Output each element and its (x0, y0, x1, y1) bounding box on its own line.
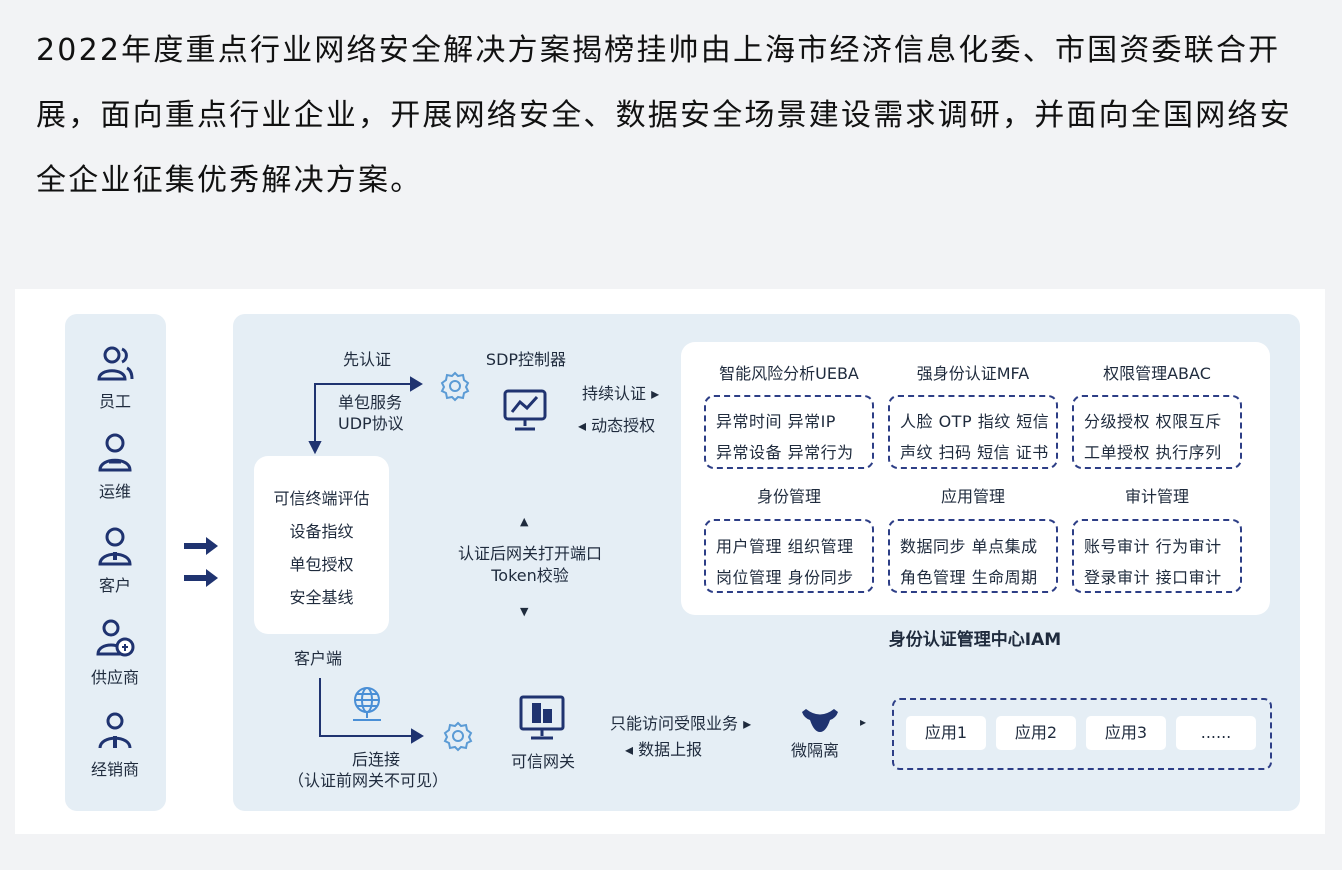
trusted-gateway-label: 可信网关 (510, 752, 575, 771)
module-line: 登录审计 接口审计 (1084, 568, 1222, 587)
up-arrow-icon: ▲ (520, 515, 529, 528)
udp-protocol-label: UDP协议 (338, 414, 404, 433)
role-label: 员工 (98, 392, 131, 411)
module-line: 异常设备 异常行为 (716, 443, 854, 462)
mask-icon (802, 709, 838, 732)
distributor-icon (98, 712, 132, 749)
apps-group (892, 698, 1272, 770)
continuous-auth-label: 持续认证 ▸ (582, 384, 660, 403)
role-supplier: 供应商 (65, 618, 165, 688)
gear-icon (440, 371, 470, 402)
module-line: 工单授权 执行序列 (1084, 443, 1222, 462)
client-label: 客户端 (294, 649, 343, 668)
module-box: 用户管理 组织管理 岗位管理 身份同步 (704, 519, 874, 593)
role-label: 经销商 (90, 760, 139, 779)
down-arrow-icon: ▼ (520, 605, 529, 618)
app-item: 应用2 (996, 716, 1076, 750)
app-item: 应用1 (906, 716, 986, 750)
sdp-monitor-icon (503, 389, 547, 431)
ops-engineer-icon (98, 433, 132, 472)
module-box: 数据同步 单点集成 角色管理 生命周期 (888, 519, 1058, 593)
role-label: 运维 (98, 482, 131, 501)
single-packet-label: 单包服务 (338, 393, 403, 412)
role-employee: 员工 (65, 344, 165, 412)
role-customer: 客户 (65, 526, 165, 596)
supplier-icon (96, 619, 135, 657)
client-item: 可信终端评估 (273, 489, 370, 508)
module-line: 用户管理 组织管理 (716, 537, 854, 556)
module-title: 权限管理ABAC (1103, 364, 1211, 383)
module-line: 异常时间 异常IP (716, 412, 836, 431)
gateway-open-label: 认证后网关打开端口 (457, 544, 602, 563)
module-line: 分级授权 权限互斥 (1084, 412, 1222, 431)
auth-flow-arrow-icon (308, 376, 423, 455)
module-line: 数据同步 单点集成 (900, 537, 1038, 556)
module-box: 人脸 OTP 指纹 短信 声纹 扫码 短信 证书 (888, 395, 1058, 469)
gear-icon (443, 721, 473, 752)
micro-isolation-label: 微隔离 (791, 741, 840, 760)
module-line: 人脸 OTP 指纹 短信 (900, 412, 1050, 431)
client-item: 单包授权 (289, 555, 354, 574)
module-line: 账号审计 行为审计 (1084, 537, 1222, 556)
sdp-controller-label: SDP控制器 (485, 350, 567, 369)
app-item: ...... (1176, 716, 1256, 750)
role-distributor: 经销商 (65, 712, 165, 780)
connect-arrow-icon (319, 678, 424, 744)
role-ops: 运维 (65, 432, 165, 502)
iam-title: 身份认证管理中心IAM (888, 630, 1062, 650)
module-line: 声纹 扫码 短信 证书 (900, 443, 1049, 462)
gateway-monitor-icon (519, 695, 565, 740)
module-title: 智能风险分析UEBA (719, 364, 859, 383)
gateway-hidden-label: （认证前网关不可见） (288, 771, 449, 790)
module-box: 账号审计 行为审计 登录审计 接口审计 (1072, 519, 1242, 593)
customer-icon (98, 527, 132, 566)
module-line: 岗位管理 身份同步 (716, 568, 854, 587)
after-connect-label: 后连接 (352, 750, 401, 769)
client-card (254, 456, 389, 634)
token-check-label: Token校验 (491, 566, 569, 585)
module-box: 异常时间 异常IP 异常设备 异常行为 (704, 395, 874, 469)
right-arrow-icon: ▸ (860, 715, 867, 729)
module-line: 角色管理 生命周期 (900, 568, 1038, 587)
intro-paragraph: 2022年度重点行业网络安全解决方案揭榜挂帅由上海市经济信息化委、市国资委联合开… (36, 33, 1292, 198)
limited-access-label: 只能访问受限业务 ▸ (610, 714, 752, 733)
auth-first-label: 先认证 (343, 350, 392, 369)
globe-icon (353, 687, 381, 721)
dynamic-grant-label: ◂ 动态授权 (578, 416, 656, 435)
module-title: 身份管理 (756, 487, 821, 506)
app-item: 应用3 (1086, 716, 1166, 750)
client-item: 安全基线 (289, 588, 354, 607)
data-report-label: ◂ 数据上报 (625, 740, 703, 759)
client-item: 设备指纹 (289, 522, 354, 541)
role-label: 客户 (98, 576, 131, 595)
iam-card (681, 342, 1270, 615)
employee-icon (97, 346, 134, 381)
double-arrow-icon (184, 537, 218, 587)
module-title: 强身份认证MFA (916, 364, 1030, 383)
module-title: 应用管理 (940, 487, 1005, 506)
module-box: 分级授权 权限互斥 工单授权 执行序列 (1072, 395, 1242, 469)
module-title: 审计管理 (1124, 487, 1189, 506)
role-label: 供应商 (90, 668, 139, 687)
